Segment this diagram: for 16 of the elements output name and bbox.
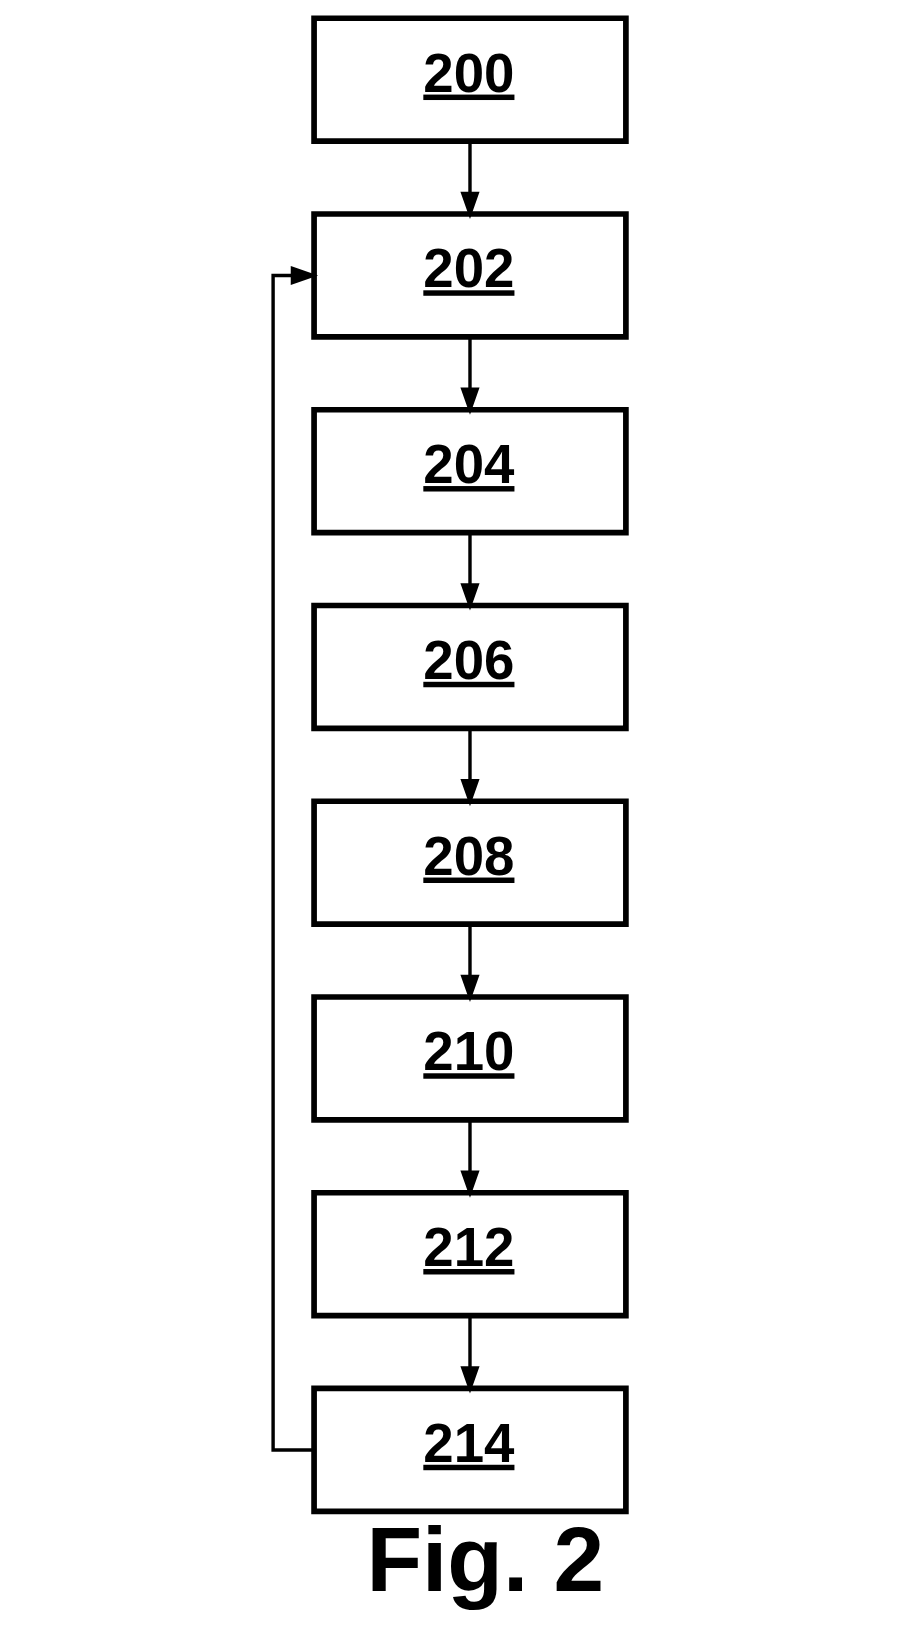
arrow bbox=[460, 1315, 480, 1394]
node-box: 210 bbox=[311, 993, 629, 1123]
node-box: 204 bbox=[311, 406, 629, 535]
arrow bbox=[460, 336, 480, 415]
arrow bbox=[460, 728, 480, 806]
node-box: 214 bbox=[311, 1385, 629, 1514]
arrow bbox=[460, 924, 480, 1002]
arrow bbox=[271, 265, 319, 1452]
node-box: 200 bbox=[311, 14, 629, 144]
arrow bbox=[460, 141, 480, 219]
arrow bbox=[460, 532, 480, 611]
node-box: 202 bbox=[311, 210, 629, 340]
node-box: 206 bbox=[311, 602, 629, 731]
node-box: 208 bbox=[311, 797, 629, 927]
node-box: 212 bbox=[311, 1189, 629, 1318]
arrow bbox=[460, 1119, 480, 1198]
